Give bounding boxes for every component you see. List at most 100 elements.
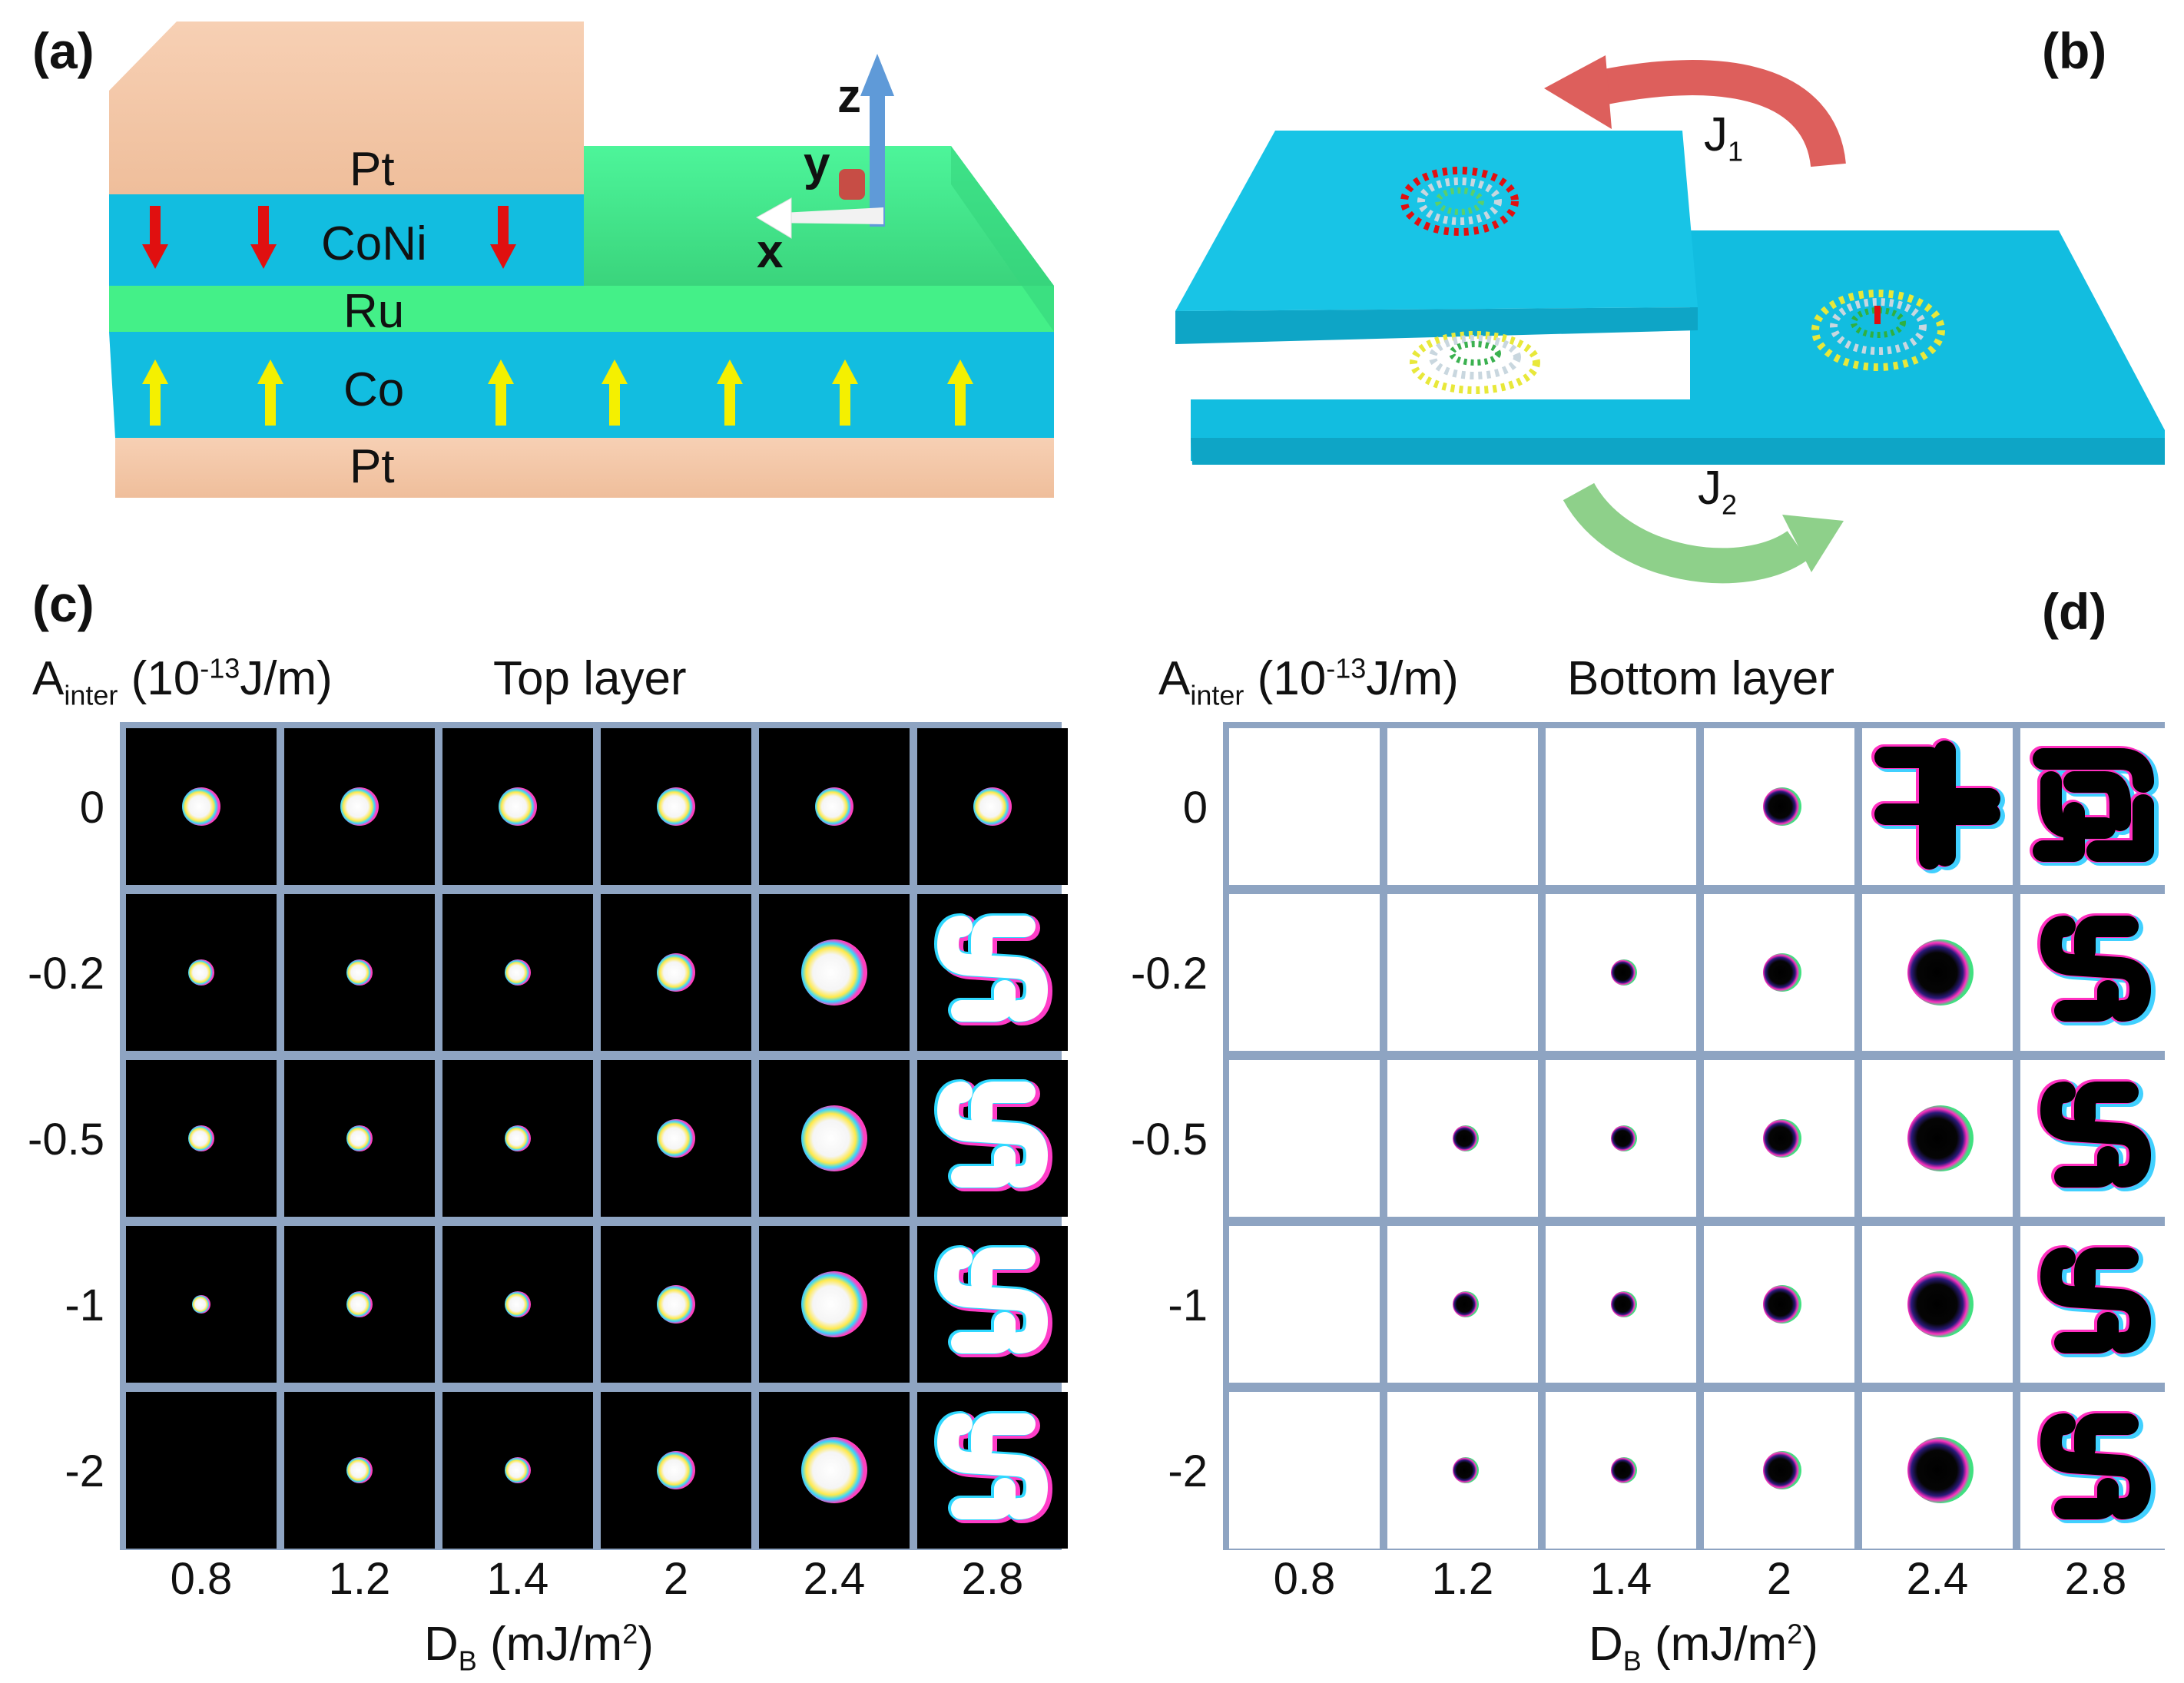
skyrmion bbox=[657, 1285, 695, 1324]
skyrmion bbox=[1907, 939, 1974, 1005]
panel-d-row-label-4: -2 bbox=[1168, 1446, 1208, 1496]
top-cell-r4-c2 bbox=[442, 1392, 593, 1549]
skyrmion bbox=[1763, 1451, 1801, 1489]
bottom-cell-r4-c4 bbox=[1862, 1392, 2013, 1549]
bottom-cell-r0-c1 bbox=[1387, 728, 1538, 885]
bottom-cell-r3-c2 bbox=[1546, 1226, 1696, 1383]
panel-c-row-axis-label: Ainter (10-13J/m) bbox=[32, 652, 333, 711]
skyrmion bbox=[1763, 1285, 1801, 1324]
stripe-domain bbox=[2040, 1413, 2151, 1519]
panel-d-row-label-2: -0.5 bbox=[1131, 1115, 1208, 1165]
skyrmion bbox=[499, 787, 537, 826]
top-cell-r1-c5 bbox=[917, 894, 1068, 1051]
layer-label-co: Co bbox=[343, 363, 405, 416]
skyrmion bbox=[346, 1125, 373, 1151]
panel-d-col-label-0: 0.8 bbox=[1273, 1554, 1336, 1604]
ru-layer bbox=[109, 286, 1054, 332]
panel-c-col-label-3: 2 bbox=[663, 1554, 689, 1604]
skyrmion bbox=[192, 1295, 210, 1314]
panel-label-a: (a) bbox=[32, 22, 94, 79]
skyrmion bbox=[346, 1291, 373, 1317]
skyrmion bbox=[1611, 1291, 1637, 1317]
bottom-cell-r0-c5 bbox=[2020, 728, 2171, 885]
panel-c-col-label-4: 2.4 bbox=[803, 1554, 866, 1604]
panel-d-col-label-1: 1.2 bbox=[1431, 1554, 1494, 1604]
bottom-cell-r3-c3 bbox=[1704, 1226, 1854, 1383]
stripe-domain bbox=[2040, 1247, 2151, 1353]
top-cell-r2-c2 bbox=[442, 1060, 593, 1217]
panel-d-col-label-3: 2 bbox=[1766, 1554, 1792, 1604]
bottom-cell-r3-c4 bbox=[1862, 1226, 2013, 1383]
coordinate-axes bbox=[756, 54, 894, 239]
bottom-cell-r4-c2 bbox=[1546, 1392, 1696, 1549]
skyrmion bbox=[1907, 1437, 1974, 1503]
layer-label-pt-bottom: Pt bbox=[350, 440, 395, 493]
panel-c-col-label-0: 0.8 bbox=[170, 1554, 233, 1604]
skyrmion bbox=[188, 959, 214, 986]
top-cell-r4-c4 bbox=[759, 1392, 910, 1549]
skyrmion bbox=[1611, 1125, 1637, 1151]
panel-label-d: (d) bbox=[2042, 583, 2107, 640]
panel-d-row-label-1: -0.2 bbox=[1131, 949, 1208, 999]
top-cell-r0-c2 bbox=[442, 728, 593, 885]
skyrmion bbox=[505, 1125, 531, 1151]
bottom-cell-r2-c5 bbox=[2020, 1060, 2171, 1217]
bottom-cell-r1-c3 bbox=[1704, 894, 1854, 1051]
stripe-domain bbox=[937, 1247, 1048, 1353]
panel-c-row-label-2: -0.5 bbox=[28, 1115, 104, 1165]
bottom-cell-r0-c4 bbox=[1862, 728, 2013, 885]
bottom-cell-r0-c0 bbox=[1229, 728, 1380, 885]
bottom-cell-r1-c2 bbox=[1546, 894, 1696, 1051]
axis-label-x: x bbox=[757, 225, 784, 278]
bottom-cell-r1-c5 bbox=[2020, 894, 2171, 1051]
top-cell-r0-c4 bbox=[759, 728, 910, 885]
skyrmion bbox=[505, 1457, 531, 1483]
stripe-domain bbox=[1874, 740, 2000, 870]
bottom-cell-r4-c3 bbox=[1704, 1392, 1854, 1549]
top-cell-r3-c4 bbox=[759, 1226, 910, 1383]
layer-label-pt-top: Pt bbox=[350, 143, 395, 196]
up-arrows bbox=[142, 359, 973, 426]
skyrmion bbox=[801, 1271, 867, 1337]
panel-c-row-label-3: -1 bbox=[65, 1280, 104, 1330]
top-cell-r1-c0 bbox=[126, 894, 277, 1051]
skyrmion bbox=[1763, 953, 1801, 992]
top-cell-r1-c4 bbox=[759, 894, 910, 1051]
j1-arrow bbox=[1594, 60, 1846, 168]
panel-c-row-label-0: 0 bbox=[79, 783, 104, 833]
skyrmion bbox=[346, 1457, 373, 1483]
skyrmion bbox=[1453, 1125, 1479, 1151]
top-cell-r4-c0 bbox=[126, 1392, 277, 1549]
bottom-plate bbox=[1191, 230, 2165, 461]
panel-label-c: (c) bbox=[32, 575, 94, 632]
bottom-cell-r2-c0 bbox=[1229, 1060, 1380, 1217]
j1-label: J1 bbox=[1704, 108, 1744, 167]
panel-c-title: Top layer bbox=[493, 652, 687, 705]
skyrmion bbox=[801, 1105, 867, 1171]
top-cell-r0-c5 bbox=[917, 728, 1068, 885]
layer-label-coni: CoNi bbox=[321, 217, 427, 270]
skyrmion bbox=[801, 1437, 867, 1503]
bottom-cell-r2-c4 bbox=[1862, 1060, 2013, 1217]
stripe-domain bbox=[937, 1413, 1048, 1519]
bottom-cell-r1-c4 bbox=[1862, 894, 2013, 1051]
top-cell-r4-c3 bbox=[601, 1392, 751, 1549]
bottom-cell-r3-c0 bbox=[1229, 1226, 1380, 1383]
panel-c-x-axis-label: DB (mJ/m2) bbox=[424, 1618, 654, 1677]
top-cell-r1-c2 bbox=[442, 894, 593, 1051]
bottom-skyrmion-under-plate bbox=[1410, 331, 1540, 394]
skyrmion bbox=[815, 787, 853, 826]
panel-a-layer-stack bbox=[109, 22, 1054, 498]
stripe-domain bbox=[2040, 1082, 2151, 1188]
co-layer bbox=[109, 332, 1054, 438]
skyrmion bbox=[1611, 959, 1637, 986]
bottom-cell-r2-c1 bbox=[1387, 1060, 1538, 1217]
panel-d-row-label-3: -1 bbox=[1168, 1280, 1208, 1330]
skyrmion bbox=[1907, 1105, 1974, 1171]
bottom-cell-r0-c3 bbox=[1704, 728, 1854, 885]
top-cell-r3-c1 bbox=[284, 1226, 435, 1383]
skyrmion bbox=[1763, 787, 1801, 826]
bottom-cell-r1-c0 bbox=[1229, 894, 1380, 1051]
top-cell-r3-c2 bbox=[442, 1226, 593, 1383]
top-cell-r4-c5 bbox=[917, 1392, 1068, 1549]
